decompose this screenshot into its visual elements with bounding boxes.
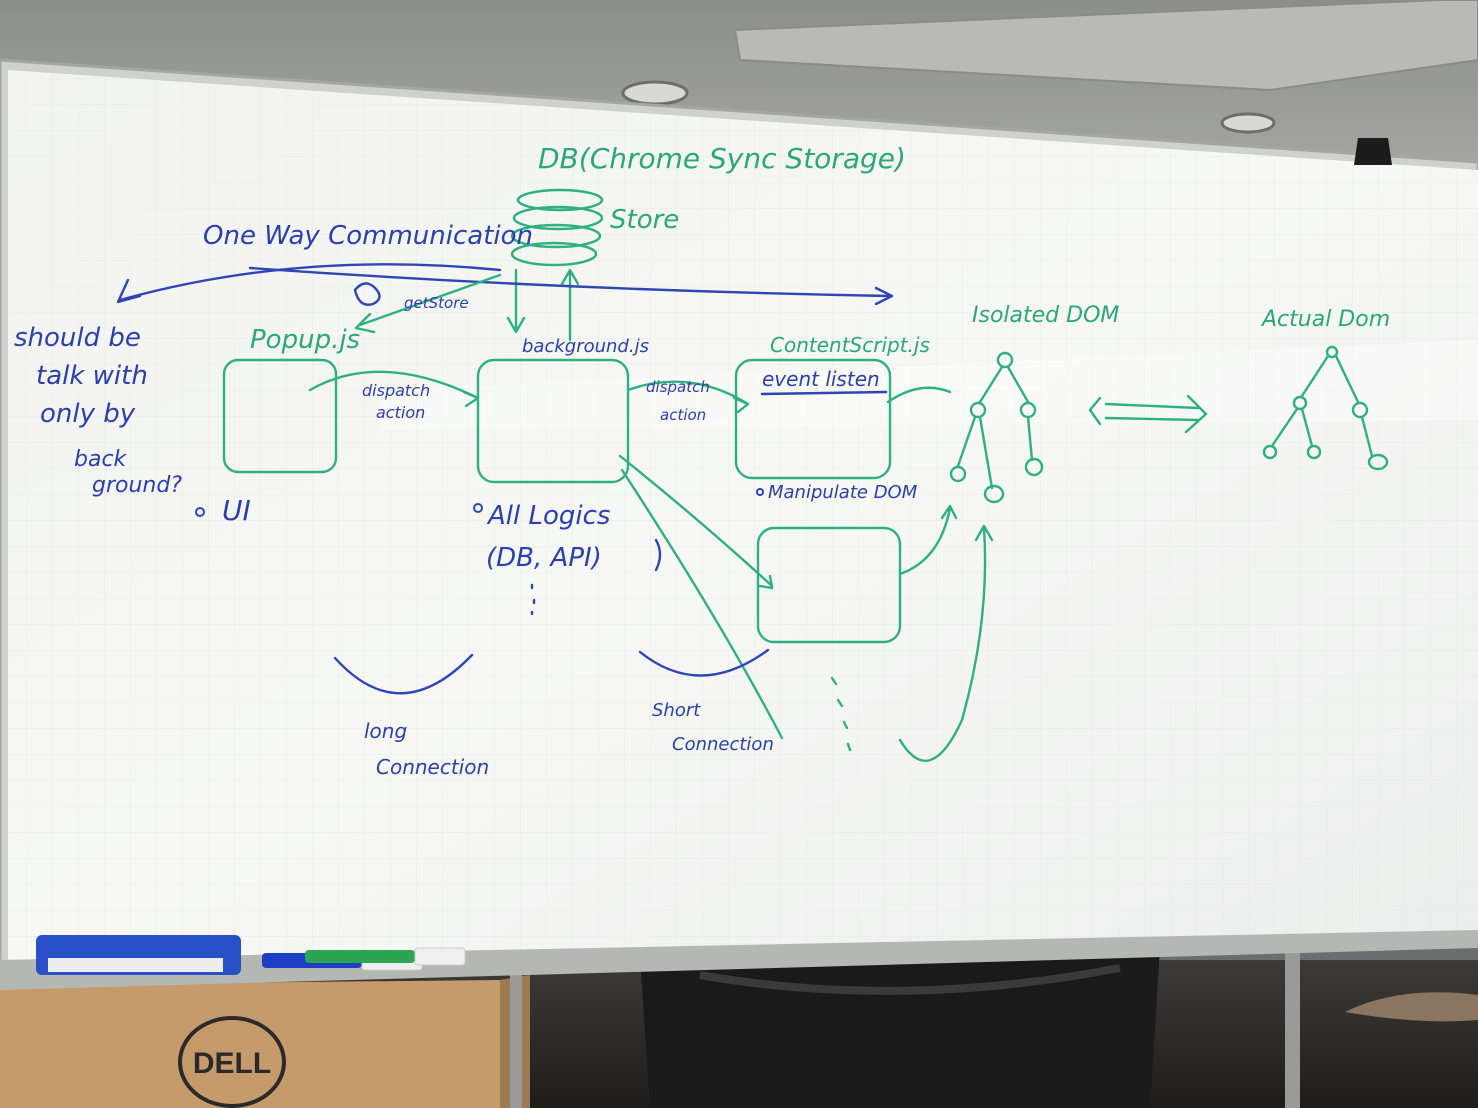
db-api-label: (DB, API) — [486, 543, 602, 573]
dispatch-arrow-1 — [308, 370, 480, 408]
box2-to-isolated-arrow — [898, 504, 958, 576]
long-connection-line2: Connection — [376, 755, 489, 779]
one-way-label: One Way Communication — [203, 221, 533, 251]
paren-bg — [654, 538, 662, 572]
shoes — [1345, 992, 1478, 1022]
short-connection-line1: Short — [652, 700, 701, 721]
ui-label: UI — [222, 494, 251, 527]
dispatch-arrow-2 — [626, 380, 750, 414]
one-way-arrow-right — [248, 266, 894, 306]
event-listen-label: event listen — [762, 367, 880, 391]
double-arrow — [1088, 394, 1208, 434]
cardboard-box — [0, 980, 500, 1108]
knot-scribble — [353, 282, 381, 306]
manipulate-dom-label: Manipulate DOM — [768, 482, 918, 503]
long-connection-line1: long — [364, 719, 407, 743]
background-box — [476, 358, 630, 484]
bg-to-box2-arrow — [618, 454, 774, 590]
dots-content — [830, 676, 852, 752]
dispatch-action-2-line2: action — [660, 406, 706, 424]
marker-green[interactable] — [305, 947, 466, 966]
question-line2: talk with — [36, 361, 148, 391]
chair-highlight — [699, 964, 1121, 995]
dots-bg — [530, 583, 536, 616]
dispatch-action-1-line2: action — [376, 403, 425, 422]
long-connection-brace — [333, 653, 474, 695]
ceiling-vent — [733, 0, 1478, 92]
question-line3: only by — [40, 399, 136, 429]
background-label: background.js — [522, 336, 649, 357]
loop-up-arrow — [898, 524, 994, 762]
store-label: Store — [610, 205, 679, 235]
actual-dom-label: Actual Dom — [1260, 307, 1390, 332]
content-script-box — [734, 358, 892, 480]
eraser[interactable] — [36, 935, 241, 975]
marker-tray — [0, 930, 1478, 990]
glare — [380, 340, 1478, 430]
popup-box — [222, 358, 338, 474]
actual-dom-tree — [1262, 345, 1389, 471]
board-stand-leg — [510, 975, 522, 1108]
bg-to-short-arrow — [620, 468, 784, 740]
content-to-isolated-arrow — [886, 386, 952, 404]
content-label: ContentScript.js — [770, 333, 930, 357]
dell-logo — [178, 1016, 286, 1108]
db-store-coil — [510, 188, 604, 267]
event-listen-underline — [760, 390, 888, 396]
arrow-db-up — [560, 268, 580, 342]
db-title: DB(Chrome Sync Storage) — [538, 142, 906, 175]
isolated-dom-tree — [949, 351, 1044, 504]
popup-label: Popup.js — [250, 325, 360, 355]
board-stand-leg — [1285, 945, 1300, 1108]
dispatch-action-2-line1: dispatch — [646, 378, 710, 396]
dispatch-action-1-line1: dispatch — [362, 381, 430, 400]
arrow-db-down — [506, 268, 526, 334]
get-store-arrow — [354, 273, 502, 334]
short-connection-line2: Connection — [672, 734, 774, 755]
isolated-dom-label: Isolated DOM — [972, 303, 1119, 328]
get-store-label: getStore — [404, 294, 469, 312]
bullet — [195, 507, 205, 517]
content-script-box-2 — [756, 526, 902, 644]
question-line4: back — [74, 447, 128, 472]
ceiling-light — [1220, 112, 1276, 134]
question-line1: should be — [14, 323, 141, 353]
ceiling-light — [621, 80, 689, 106]
all-logics-label: All Logics — [486, 501, 610, 531]
whiteboard-grid — [8, 70, 1478, 972]
bullet — [473, 503, 483, 513]
binder-clip — [1354, 138, 1392, 165]
dell-logo-text: DELL — [193, 1047, 271, 1080]
short-connection-brace — [638, 648, 770, 677]
question-line5: ground? — [92, 473, 182, 498]
one-way-arrow — [116, 263, 502, 304]
bullet — [756, 488, 764, 496]
